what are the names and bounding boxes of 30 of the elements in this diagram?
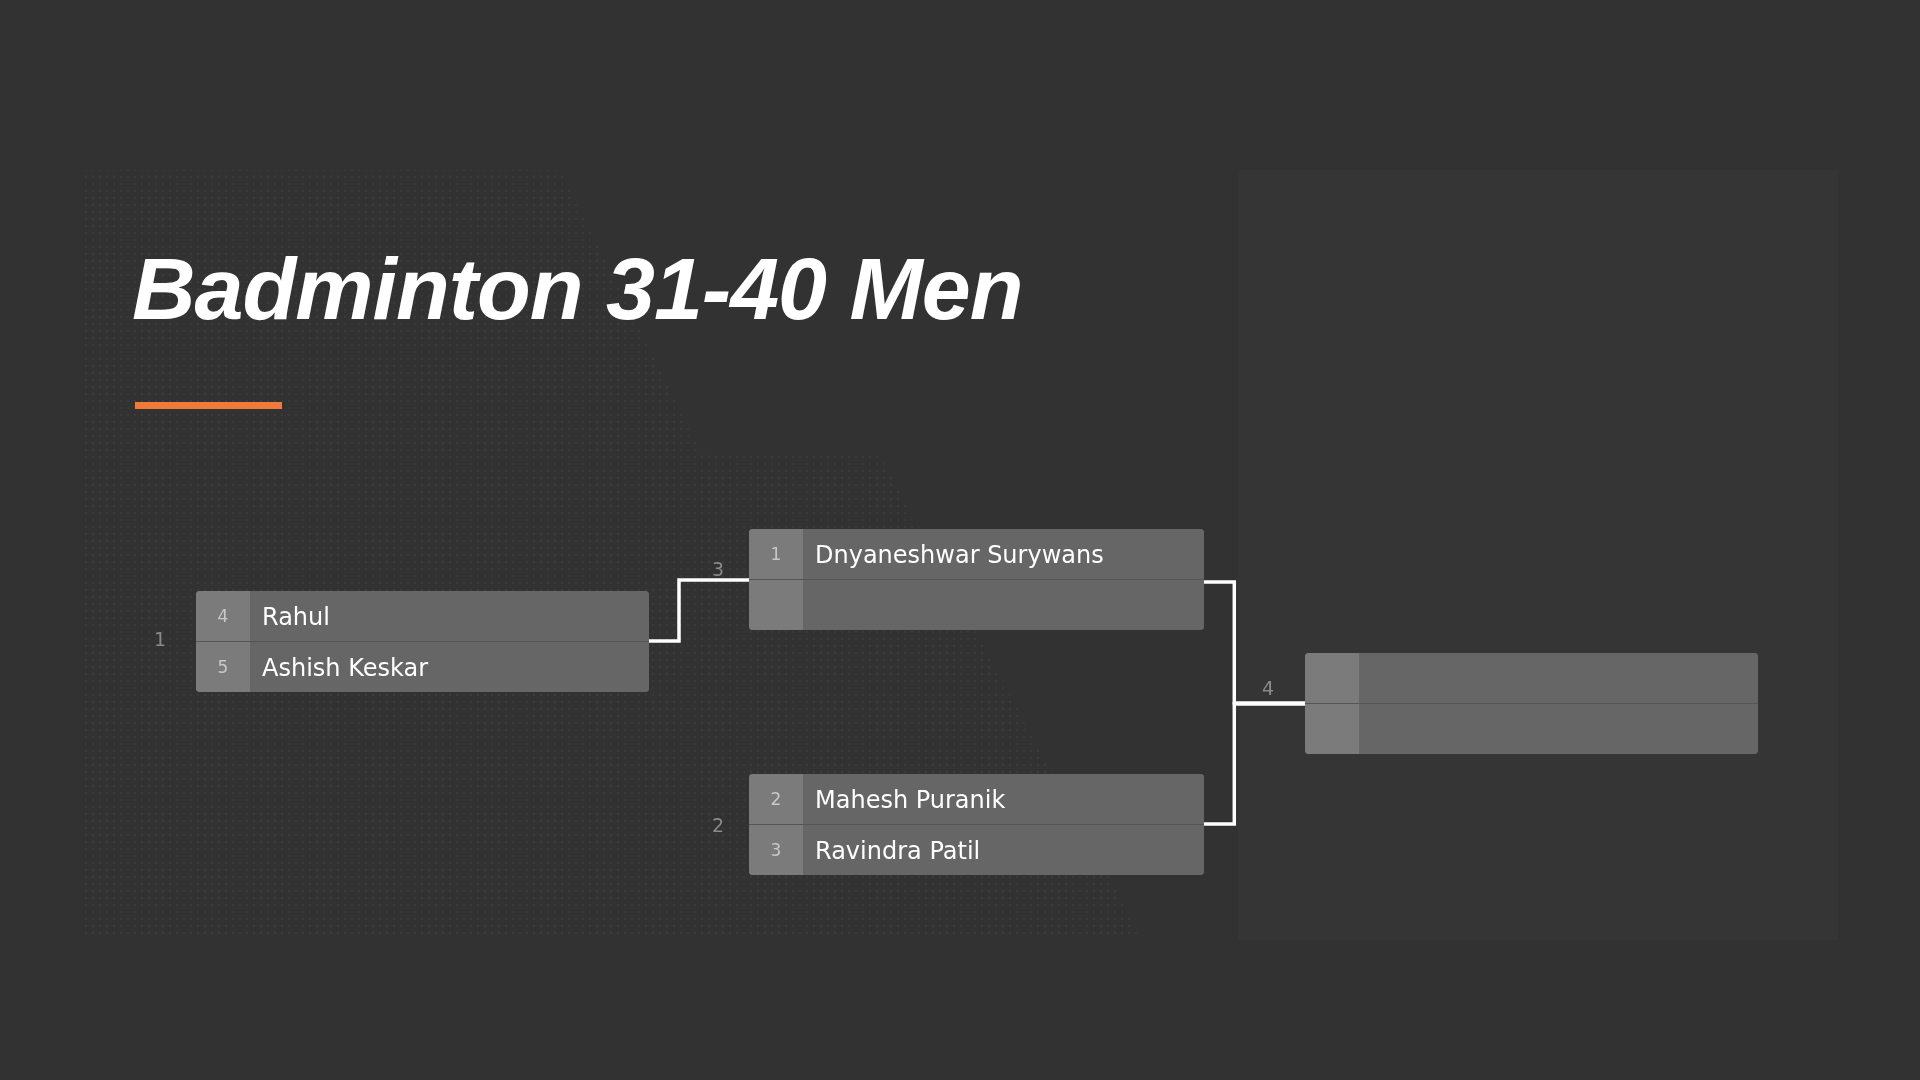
player-row	[749, 774, 1204, 825]
match-number: 2	[712, 814, 725, 836]
match-box	[1305, 653, 1758, 754]
player-name: Rahul	[262, 605, 330, 629]
seed-number: 2	[749, 774, 803, 824]
bracket-line	[1204, 702, 1305, 826]
match-number: 1	[154, 628, 167, 650]
empty-slot	[749, 580, 1204, 630]
empty-slot	[1305, 653, 1758, 704]
player-name: Mahesh Puranik	[815, 788, 1006, 812]
player-name: Dnyaneshwar Surywans	[815, 543, 1104, 567]
seed-number: 1	[749, 529, 803, 579]
player-row	[196, 642, 649, 692]
match-box	[196, 591, 649, 692]
player-row	[749, 825, 1204, 875]
bracket-line	[1204, 580, 1305, 705]
match-box	[749, 774, 1204, 875]
player-name: Ashish Keskar	[262, 656, 428, 680]
seed-number: 4	[196, 591, 250, 641]
player-row	[749, 529, 1204, 580]
player-name: Ravindra Patil	[815, 839, 981, 863]
match-number: 4	[1262, 677, 1275, 699]
bracket-line	[649, 578, 749, 643]
match-number: 3	[712, 558, 725, 580]
match-box	[749, 529, 1204, 630]
seed-number: 3	[749, 825, 803, 875]
player-row	[196, 591, 649, 642]
seed-number: 5	[196, 642, 250, 692]
empty-slot	[1305, 704, 1758, 754]
title: Badminton 31-40 Men	[132, 238, 1023, 340]
